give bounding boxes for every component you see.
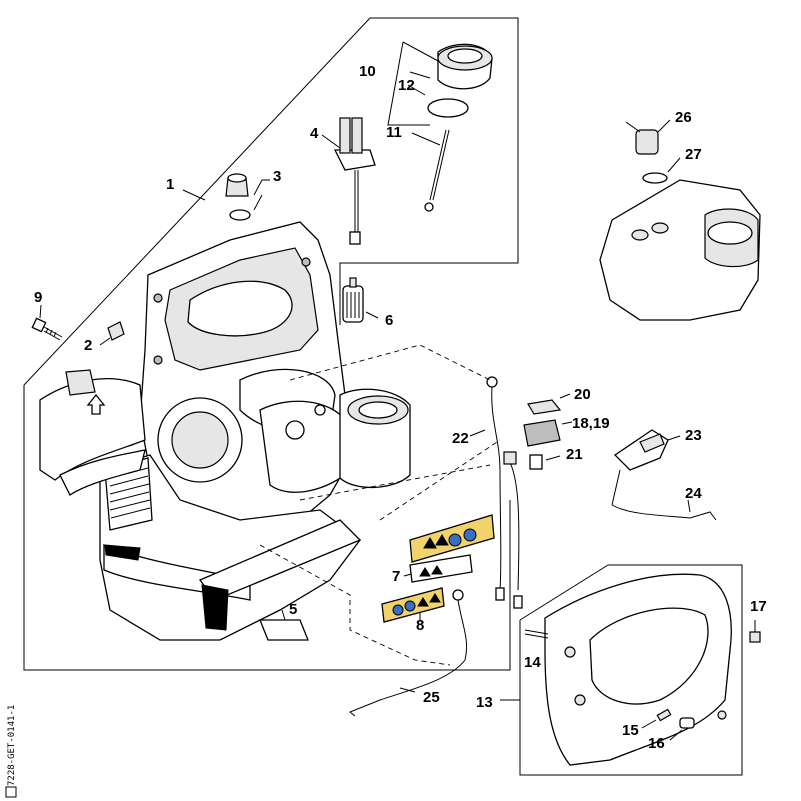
part-6-fuel-filter	[342, 277, 379, 323]
part-2-plug	[99, 321, 125, 346]
code-frame-box	[5, 786, 17, 798]
callout-15: 15	[622, 722, 639, 739]
callout-21: 21	[566, 446, 583, 463]
part-9-screw	[31, 304, 63, 341]
callout-12: 12	[398, 77, 415, 94]
callout-labels: 1 2 3 4 5 6 7 8 9 10 11 12 13 14 15 16 1…	[34, 63, 767, 752]
part-22-wire	[469, 376, 523, 609]
blower-housing	[39, 221, 411, 641]
callout-4: 4	[310, 125, 319, 142]
part-25-rod	[349, 589, 468, 717]
part-18-21-switch	[523, 393, 573, 470]
callout-25: 25	[423, 689, 440, 706]
part-23-24-throttle	[611, 429, 717, 521]
part-10-12-fuel-cap	[387, 41, 493, 212]
callout-1: 1	[166, 176, 174, 193]
callout-27: 27	[685, 146, 702, 163]
part-13-cover-group	[500, 564, 761, 776]
document-code: 7228-GET-0141-1	[7, 705, 17, 786]
part-26-27-tank	[599, 119, 761, 321]
callout-11: 11	[386, 124, 402, 141]
callout-9: 9	[34, 289, 42, 306]
callout-18-19: 18,19	[572, 415, 610, 432]
dashed-guides	[259, 344, 501, 666]
part-4-fuel-pickup	[321, 117, 376, 245]
callout-5: 5	[289, 601, 297, 618]
callout-17: 17	[750, 598, 767, 615]
main-housing-group-frame	[23, 17, 519, 671]
callout-23: 23	[685, 427, 702, 444]
callout-10: 10	[359, 63, 376, 80]
part-3-valve	[225, 173, 270, 221]
callout-2: 2	[84, 337, 92, 354]
callout-26: 26	[675, 109, 692, 126]
callout-22: 22	[452, 430, 469, 447]
callout-13: 13	[476, 694, 493, 711]
callout-6: 6	[385, 312, 393, 329]
decal-group	[259, 514, 495, 641]
callout-16: 16	[648, 735, 665, 752]
callout-24: 24	[685, 485, 702, 502]
callout-8: 8	[416, 617, 424, 634]
callout-3: 3	[273, 168, 281, 185]
callout-14: 14	[524, 654, 541, 671]
callout-20: 20	[574, 386, 591, 403]
callout-7: 7	[392, 568, 400, 585]
